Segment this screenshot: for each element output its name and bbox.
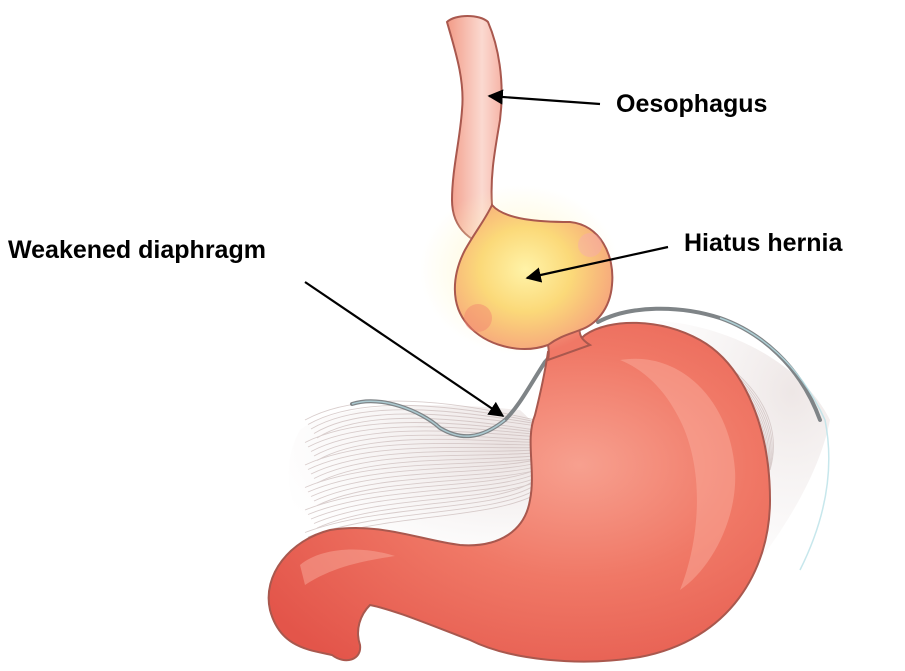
oesophagus-arrow (489, 96, 600, 104)
oesophagus-label: Oesophagus (616, 90, 767, 119)
hiatus-hernia-label: Hiatus hernia (684, 229, 842, 258)
weakened-diaphragm-label: Weakened diaphragm (8, 236, 266, 265)
